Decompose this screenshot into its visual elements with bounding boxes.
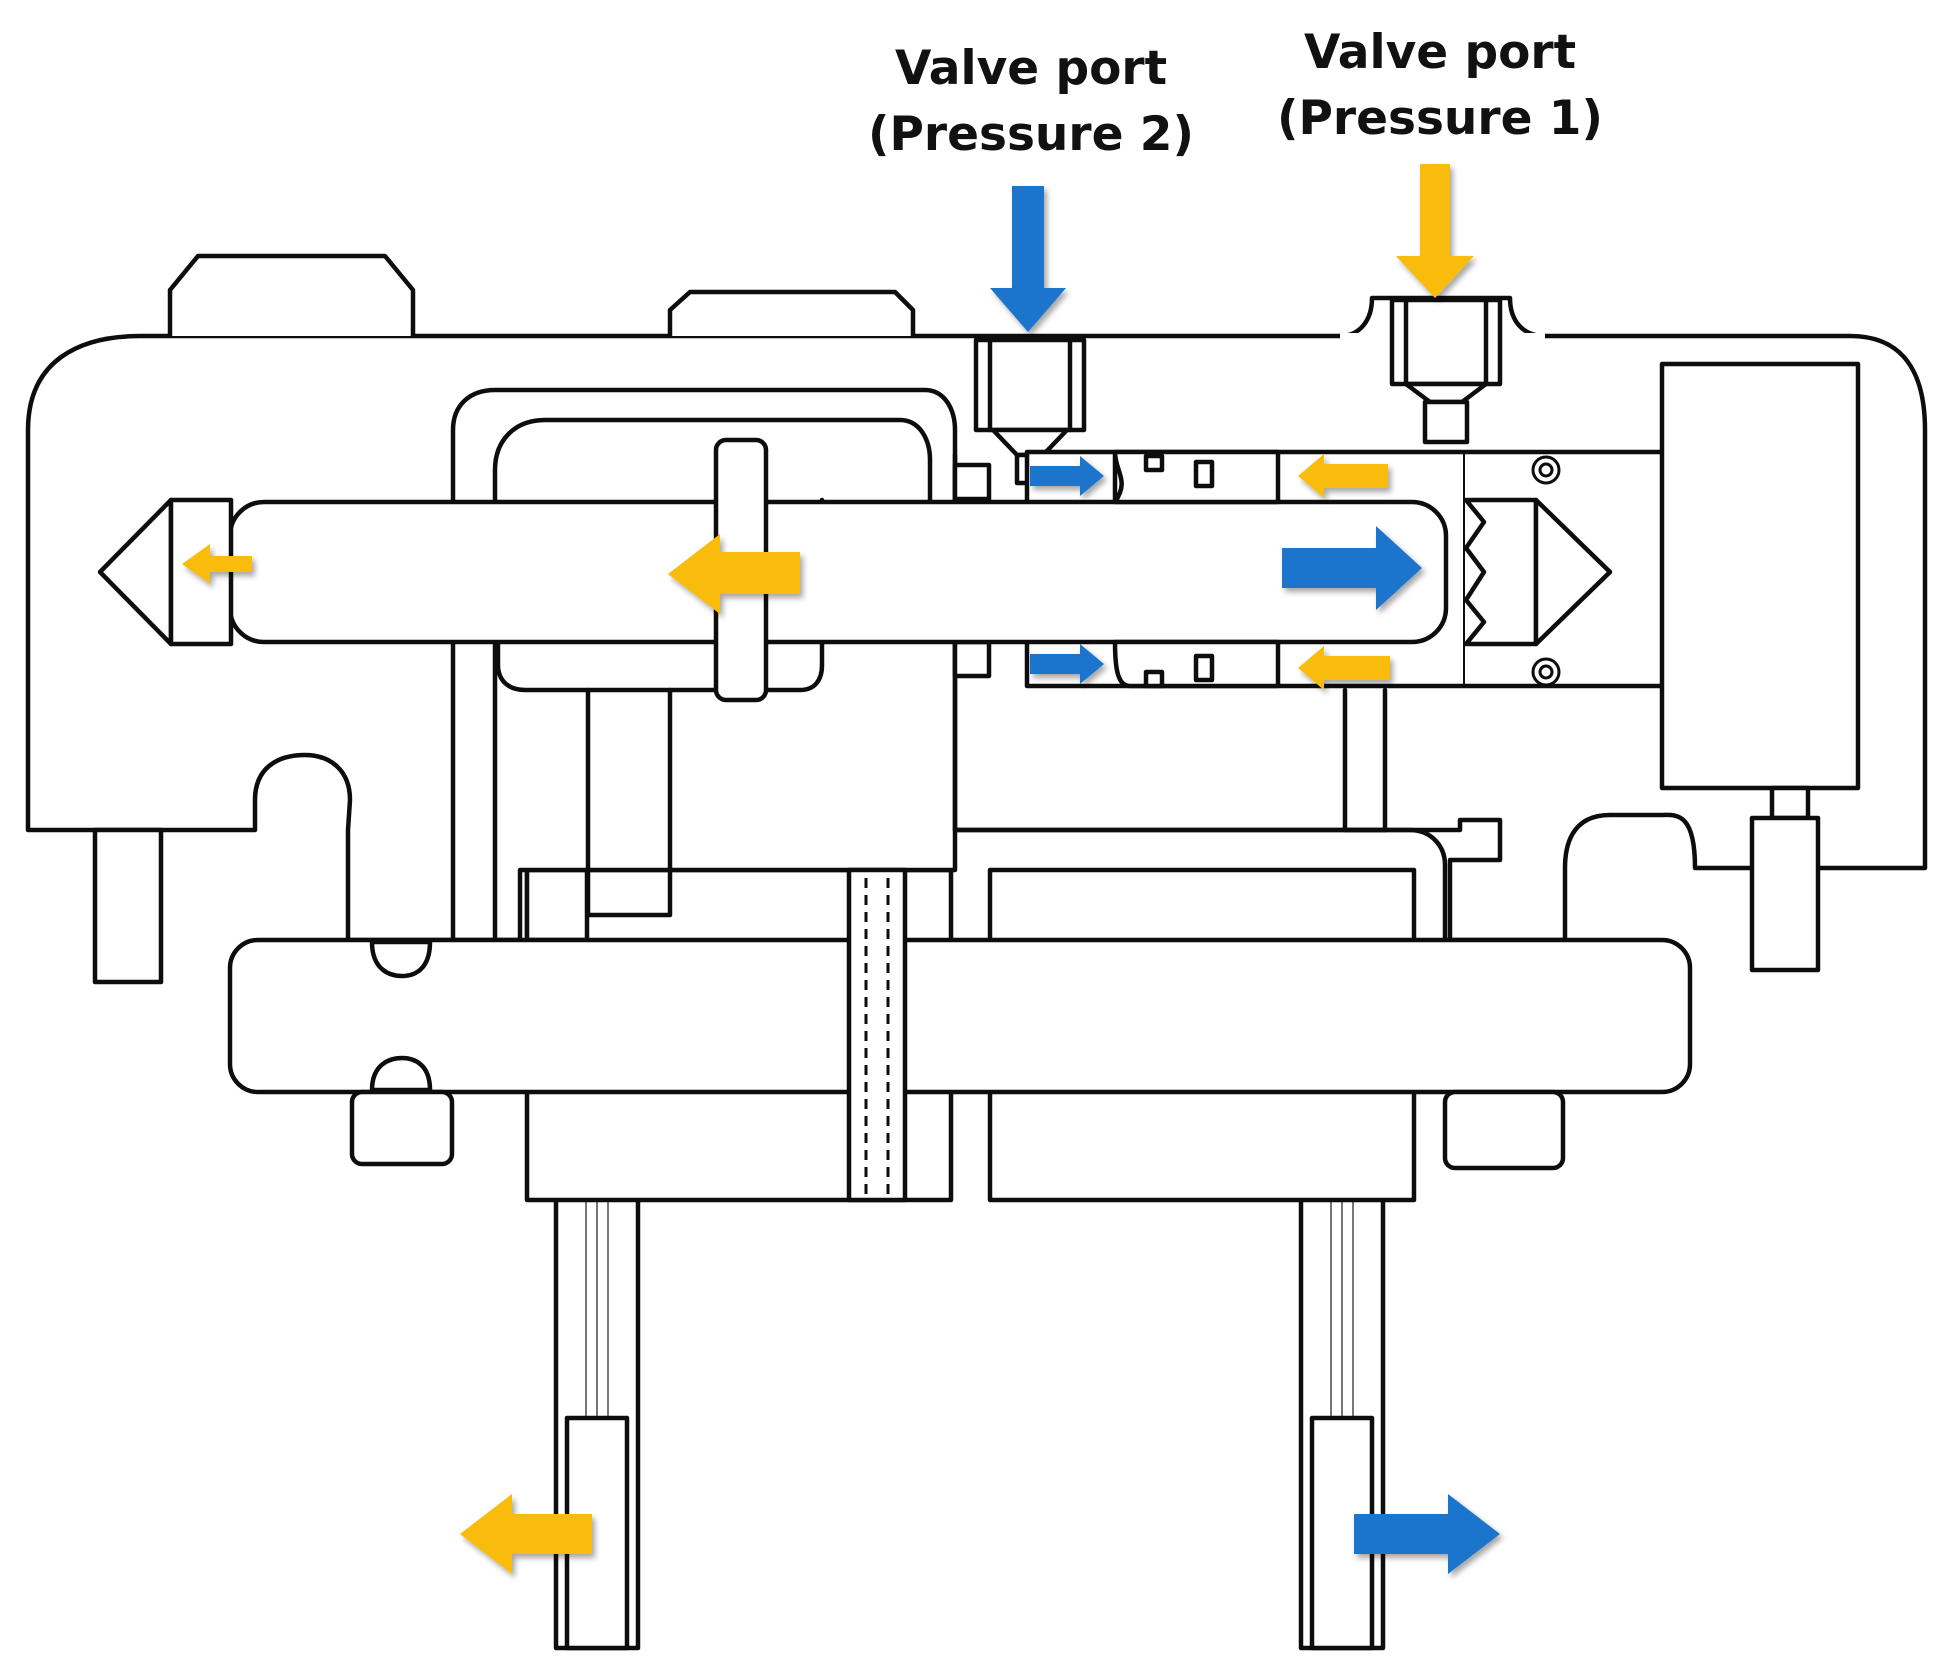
flow-arrow-chamber-upper-blue [1030, 456, 1104, 496]
piston-arrow-right-blue [1282, 526, 1422, 610]
left-leg [92, 827, 164, 985]
right-lower-bend [1382, 827, 1448, 943]
lower-left-channel [585, 687, 673, 918]
valve-port-2-fitting [973, 337, 1087, 486]
flow-arrow-chamber-upper-yellow [1298, 454, 1388, 498]
center-shaft [846, 867, 908, 1203]
upper-inner-channel-2 [492, 417, 933, 943]
left-jaw-assembly [553, 1193, 641, 1651]
solenoid-connector [1769, 785, 1811, 821]
lower-fastener [1531, 657, 1561, 687]
valve-port-pressure-2-subtitle: (Pressure 2) [868, 107, 1194, 162]
lower-left-loop [495, 497, 825, 693]
rail-notch-top [369, 939, 433, 979]
lower-orifice [952, 639, 992, 679]
flow-arrow-chamber-lower-yellow [1298, 646, 1390, 690]
left-slot-block [524, 867, 590, 943]
right-jaw-assembly [1298, 1193, 1386, 1651]
piston-seal-lower-1 [1143, 669, 1165, 689]
left-jaw-slider [564, 1415, 630, 1651]
valve-port-pressure-1-title: Valve port [1303, 25, 1577, 80]
flow-arrow-chamber-lower-blue [1030, 644, 1104, 684]
valve-port-1-fitting [1389, 297, 1503, 445]
left-rail-stop [349, 1089, 455, 1167]
right-rail-stop [1442, 1089, 1566, 1171]
jaw-left-arrow-yellow [460, 1494, 592, 1574]
rail-notch-bottom [369, 1055, 433, 1093]
inlet-arrow-pressure-1 [1396, 164, 1474, 298]
piston-seal-upper-1 [1143, 453, 1165, 473]
middle-top-cap [667, 289, 916, 336]
solenoid-block [1659, 361, 1861, 791]
upper-fastener [1531, 455, 1561, 485]
jaw-right-arrow-blue [1354, 1494, 1500, 1574]
valve-port-pressure-2-title: Valve port [894, 41, 1168, 96]
right-leg [1749, 815, 1821, 973]
right-cone-tip [1533, 497, 1613, 647]
piston-seal-lower-2 [1193, 653, 1215, 683]
valve-port-pressure-1-label: Valve port (Pressure 1) [1275, 20, 1605, 152]
left-top-cap [167, 253, 416, 336]
piston-seal-upper-2 [1193, 459, 1215, 489]
tip-arrow-left-yellow [182, 544, 252, 584]
right-top-recess [1337, 295, 1548, 339]
piston-arrow-left-yellow [668, 534, 800, 614]
valve-port-pressure-1-subtitle: (Pressure 1) [1277, 91, 1603, 146]
upper-orifice [952, 462, 992, 502]
guide-rail [227, 937, 1693, 1095]
inlet-arrow-pressure-2 [990, 186, 1066, 332]
piston-rod [227, 499, 1449, 645]
valve-port-pressure-2-label: Valve port (Pressure 2) [866, 36, 1196, 168]
upper-inner-channel [450, 387, 958, 943]
